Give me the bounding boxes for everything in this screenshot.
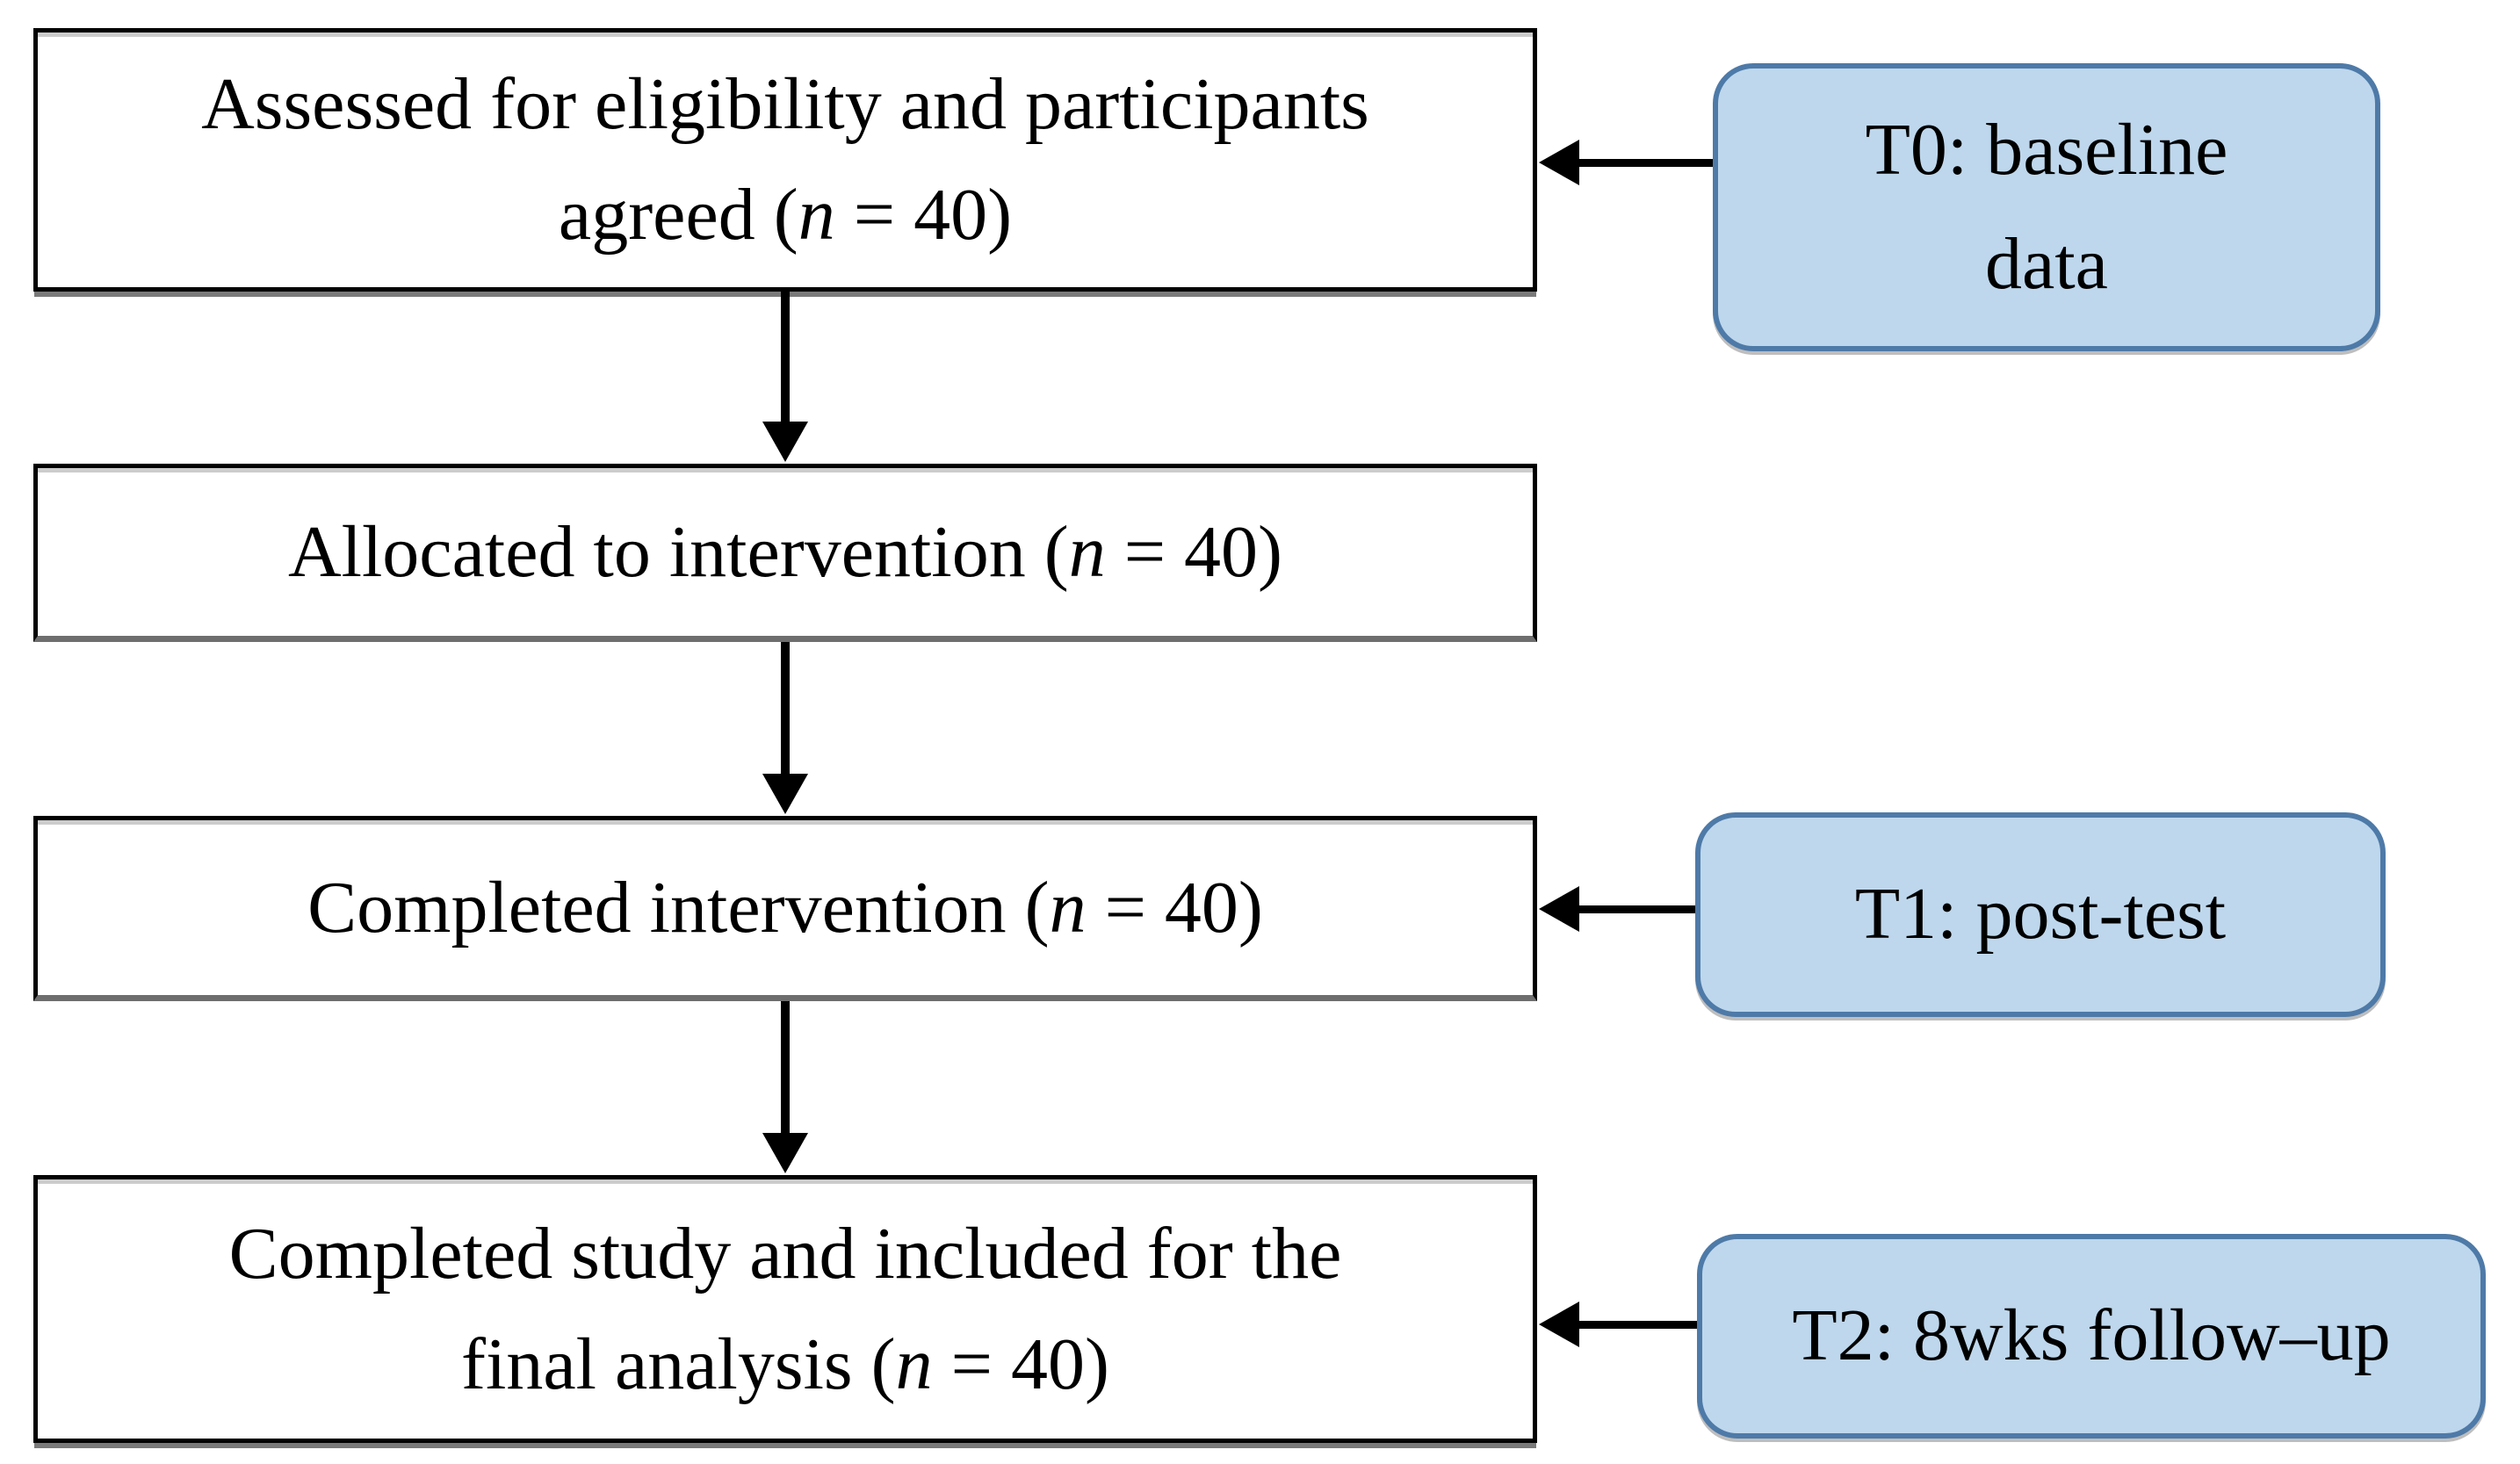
text-line: T1: post-test (1854, 873, 2227, 956)
down-arrow-completed-intervention-to-completed-study (762, 1001, 808, 1173)
arrowhead-down-icon (762, 1133, 808, 1173)
text-line: Allocated to intervention (n = 40) (287, 510, 1283, 593)
text-line: data (1985, 223, 2108, 305)
arrowhead-left-icon (1539, 140, 1579, 185)
left-arrow-t2-to-completed-study (1539, 1302, 1697, 1347)
text-line: Completed study and included for the (228, 1212, 1342, 1295)
text-line: final analysis (n = 40) (461, 1323, 1109, 1405)
arrow-shaft (781, 642, 790, 777)
timepoint-callout-t0-baseline: T0: baseline data (1713, 63, 2380, 351)
arrowhead-down-icon (762, 774, 808, 814)
arrowhead-left-icon (1539, 886, 1579, 932)
arrowhead-down-icon (762, 422, 808, 462)
text-line: T0: baseline (1865, 108, 2228, 191)
down-arrow-assessed-to-allocated (762, 292, 808, 462)
arrow-shaft (1576, 1321, 1697, 1329)
left-arrow-t1-to-completed-intervention (1539, 886, 1695, 932)
text-line: T2: 8wks follow–up (1792, 1295, 2391, 1377)
timepoint-callout-t2-followup: T2: 8wks follow–up (1697, 1234, 2486, 1439)
process-box-completed-study: Completed study and included for the fina… (33, 1175, 1537, 1443)
arrow-shaft (781, 1001, 790, 1136)
text-line: Completed intervention (n = 40) (307, 866, 1263, 948)
down-arrow-allocated-to-completed-intervention (762, 642, 808, 814)
text-line: Assessed for eligibility and participant… (201, 63, 1369, 145)
arrowhead-left-icon (1539, 1302, 1579, 1347)
process-box-allocated-intervention: Allocated to intervention (n = 40) (33, 464, 1537, 642)
process-box-completed-intervention: Completed intervention (n = 40) (33, 816, 1537, 1001)
arrow-shaft (781, 292, 790, 425)
process-box-assessed-eligibility: Assessed for eligibility and participant… (33, 28, 1537, 292)
timepoint-callout-t1-posttest: T1: post-test (1695, 812, 2386, 1017)
text-line: agreed (n = 40) (558, 174, 1013, 256)
arrow-shaft (1576, 905, 1695, 913)
arrow-shaft (1576, 159, 1713, 167)
left-arrow-t0-to-assessed (1539, 140, 1713, 185)
